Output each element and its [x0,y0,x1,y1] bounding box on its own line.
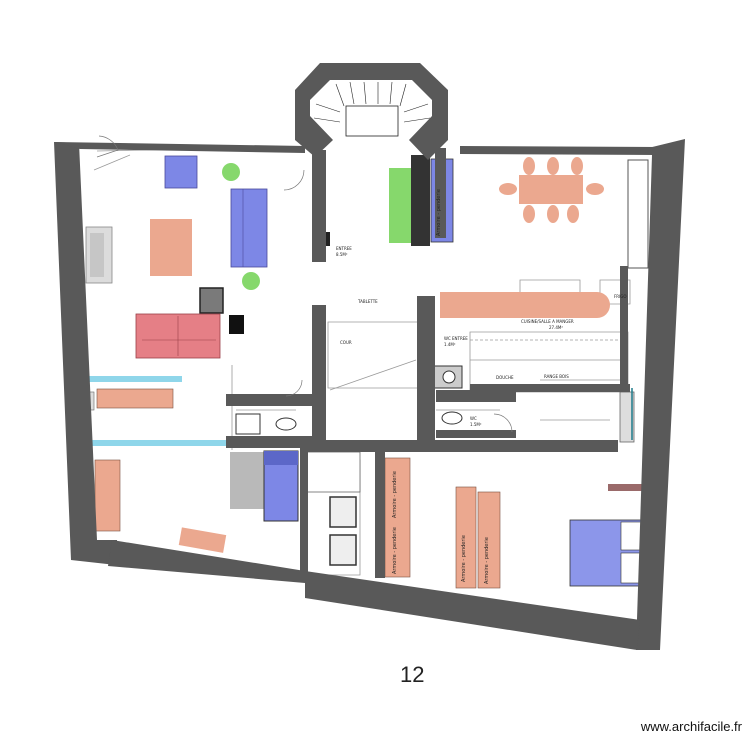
door-swings [96,135,513,433]
stair-tower [295,63,448,160]
furniture [79,155,656,589]
label-douche: DOUCHE [496,375,514,380]
wall-bottom-left [108,540,305,583]
plant-bottom [242,272,260,290]
label-tablette: TABLETTE [358,299,378,304]
wardrobe-2 [455,486,477,589]
stair-treads [313,81,431,137]
label-armoire-entree: Armoire - penderie [436,189,442,236]
partition-2 [92,440,226,446]
speaker [199,287,224,314]
label-frigo: FRIGO [614,294,627,299]
speaker-small [229,315,244,334]
wall-entry-kitchen [417,296,435,444]
wardrobe-1 [384,457,411,578]
desk-1 [96,388,174,409]
plant-top [222,163,240,181]
wardrobe-3 [477,491,501,589]
bed-gray [230,452,267,509]
wall-bottom-right [305,571,640,650]
label-armoire-2: Armoire - penderie [461,535,467,582]
label-entree-area: 8.5M² [336,252,348,257]
label-armoire-3: Armoire - penderie [484,537,490,584]
wall-right [636,139,685,650]
bench [178,527,227,553]
cabinet-dark [411,155,430,246]
partition-1 [82,376,182,382]
page-number: 12 [400,662,425,687]
bench-green [389,168,411,243]
sink-1 [329,496,357,528]
dining-table [519,175,583,204]
label-cuisine-area: 27.4M² [549,325,563,330]
sink-2 [329,534,357,566]
label-cour: COUR [340,340,352,345]
shower [305,451,361,493]
label-range-bois: RANGE BOIS [544,374,569,379]
desk-2 [94,459,121,532]
sofa-blue [230,188,268,268]
shelf-brown [608,484,656,491]
label-wc: WC [470,416,477,421]
wall-top-right [460,146,658,155]
label-wc-entree-area: 1.4M² [444,342,456,347]
label-wc-entree: WC ENTREE [444,336,468,341]
coffee-table [150,219,192,276]
watermark[interactable]: www.archifacile.fr [640,719,742,734]
walls [54,63,685,650]
armchair-top [164,155,198,189]
label-wc-area: 1.5M² [470,422,482,427]
label-cuisine: CUISINE/SALLE A MANGER [521,319,574,324]
wall-left [54,142,117,565]
label-entree: ENTREE [336,246,352,251]
label-armoire-1b: Armoire - penderie [392,527,398,574]
label-armoire-1a: Armoire - penderie [392,471,398,518]
wall-top-left [54,142,305,153]
kitchen-island [440,292,610,318]
